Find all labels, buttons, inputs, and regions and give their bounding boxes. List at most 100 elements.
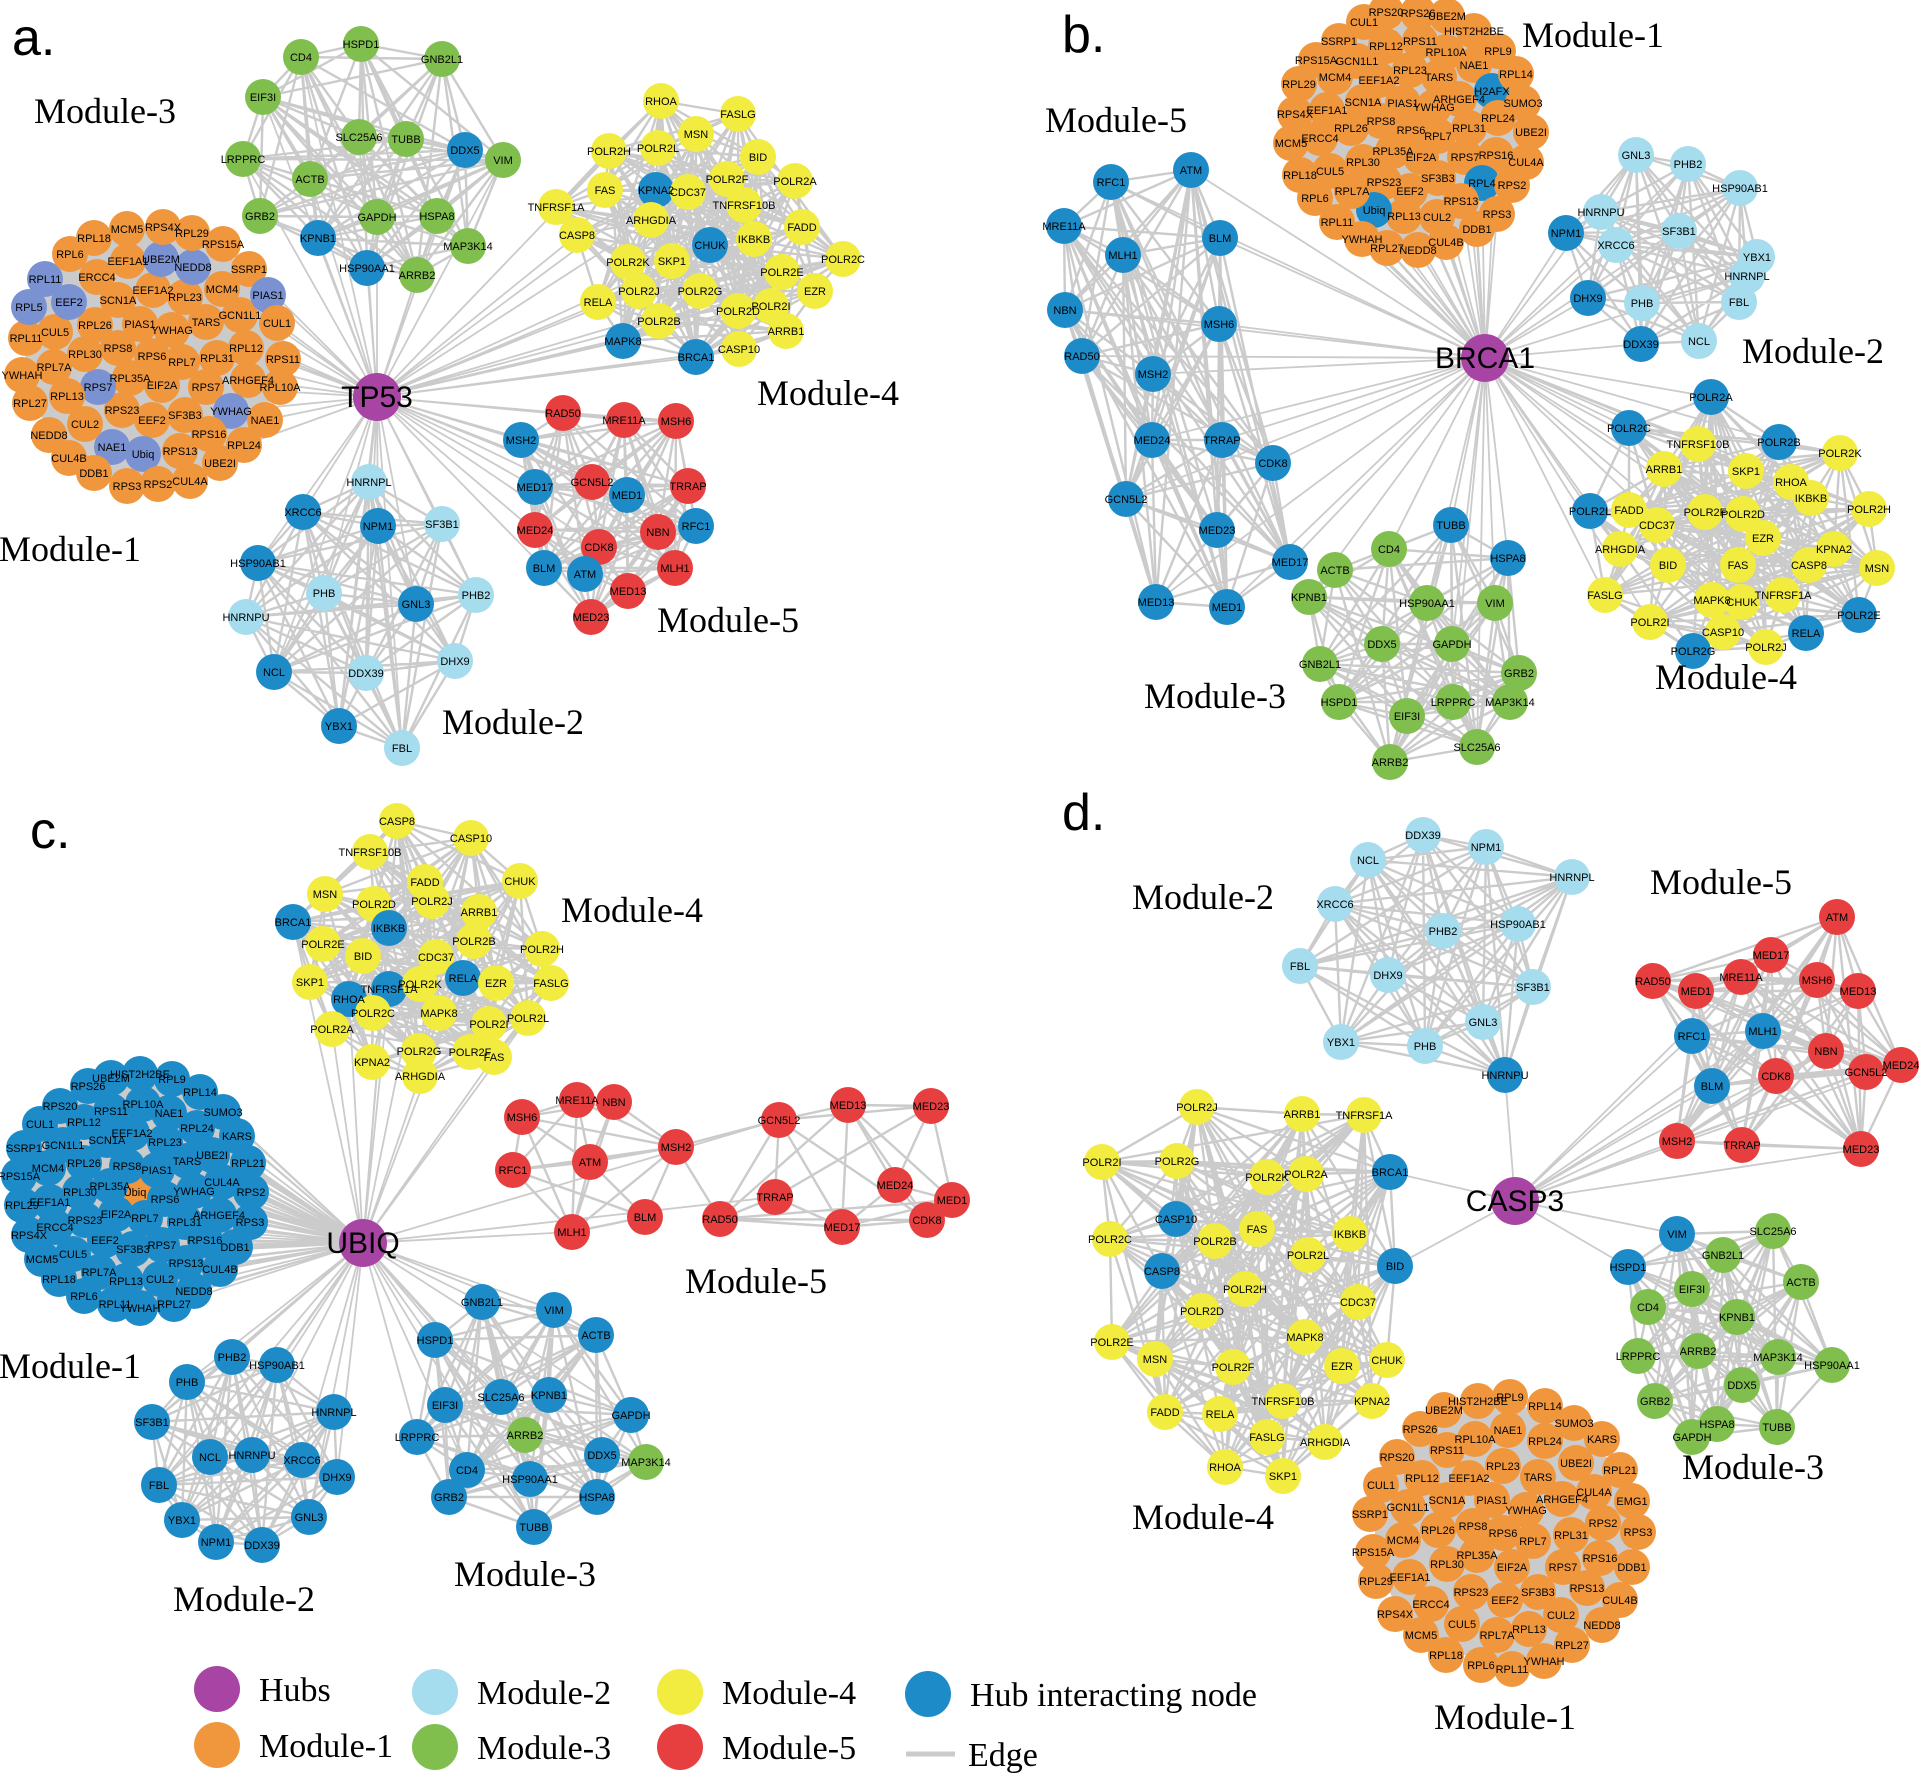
- svg-text:c.: c.: [30, 802, 70, 860]
- svg-text:YBX1: YBX1: [325, 721, 353, 733]
- svg-text:FASLG: FASLG: [720, 109, 755, 121]
- svg-text:RPS2: RPS2: [237, 1187, 266, 1199]
- svg-text:RPS23: RPS23: [105, 405, 140, 417]
- svg-text:FBL: FBL: [392, 743, 412, 755]
- svg-text:RHOA: RHOA: [1209, 1462, 1241, 1474]
- svg-text:RPS2: RPS2: [1498, 180, 1527, 192]
- svg-text:TUBB: TUBB: [519, 1522, 548, 1534]
- svg-text:RPS4X: RPS4X: [11, 1230, 48, 1242]
- svg-text:HSPD1: HSPD1: [343, 39, 380, 51]
- svg-text:POLR2B: POLR2B: [1193, 1236, 1236, 1248]
- svg-text:RPL27: RPL27: [13, 398, 47, 410]
- svg-text:RPS13: RPS13: [1444, 196, 1479, 208]
- svg-text:GCN5L2: GCN5L2: [1105, 494, 1148, 506]
- svg-text:POLR2G: POLR2G: [678, 286, 723, 298]
- svg-text:TRRAP: TRRAP: [1203, 435, 1240, 447]
- svg-text:EIF2A: EIF2A: [1406, 152, 1437, 164]
- svg-text:CD4: CD4: [1637, 1302, 1659, 1314]
- svg-text:PHB: PHB: [313, 588, 336, 600]
- svg-text:RPL29: RPL29: [5, 1200, 39, 1212]
- svg-text:BID: BID: [749, 152, 767, 164]
- svg-text:NEDD8: NEDD8: [1399, 245, 1436, 257]
- svg-text:EEF1A1: EEF1A1: [108, 256, 149, 268]
- svg-text:Module-4: Module-4: [757, 373, 899, 413]
- svg-text:ARHGDIA: ARHGDIA: [626, 215, 677, 227]
- svg-text:PHB2: PHB2: [218, 1352, 247, 1364]
- svg-text:SUMO3: SUMO3: [1503, 98, 1542, 110]
- svg-text:PHB2: PHB2: [1674, 159, 1703, 171]
- svg-text:RPL11: RPL11: [99, 1299, 132, 1311]
- svg-text:RPL24: RPL24: [180, 1123, 214, 1135]
- svg-text:RPS4X: RPS4X: [1377, 1609, 1414, 1621]
- svg-text:MSH6: MSH6: [661, 416, 692, 428]
- svg-text:RPS4X: RPS4X: [145, 222, 182, 234]
- svg-text:FADD: FADD: [410, 877, 439, 889]
- svg-text:RPS13: RPS13: [163, 446, 198, 458]
- svg-text:d.: d.: [1062, 784, 1105, 842]
- svg-text:MLH1: MLH1: [660, 563, 689, 575]
- svg-text:CUL1: CUL1: [263, 318, 291, 330]
- svg-text:RPL10A: RPL10A: [123, 1099, 165, 1111]
- svg-text:MSH2: MSH2: [661, 1142, 692, 1154]
- svg-text:Module-2: Module-2: [173, 1579, 315, 1619]
- svg-text:GRB2: GRB2: [1640, 1396, 1670, 1408]
- svg-text:POLR2B: POLR2B: [637, 316, 680, 328]
- svg-text:PIAS1: PIAS1: [141, 1165, 172, 1177]
- svg-text:FAS: FAS: [1728, 560, 1749, 572]
- svg-text:GCN1L1: GCN1L1: [219, 310, 262, 322]
- svg-text:RPS20: RPS20: [43, 1101, 78, 1113]
- svg-text:POLR2H: POLR2H: [587, 146, 631, 158]
- svg-text:POLR2E: POLR2E: [1837, 610, 1880, 622]
- svg-text:SF3B3: SF3B3: [116, 1244, 150, 1256]
- svg-text:NAE1: NAE1: [1494, 1425, 1523, 1437]
- svg-text:ARRB1: ARRB1: [768, 326, 805, 338]
- svg-text:FASLG: FASLG: [1587, 590, 1622, 602]
- svg-text:RPL23: RPL23: [148, 1137, 182, 1149]
- svg-text:MAPK8: MAPK8: [604, 336, 641, 348]
- svg-text:RPS3: RPS3: [113, 481, 142, 493]
- svg-text:Module-1: Module-1: [0, 529, 141, 569]
- svg-text:ARRB2: ARRB2: [1680, 1346, 1717, 1358]
- svg-text:ERCC4: ERCC4: [1412, 1599, 1449, 1611]
- svg-text:MED17: MED17: [1272, 557, 1309, 569]
- svg-text:RPS7: RPS7: [1451, 152, 1480, 164]
- svg-text:RPS15A: RPS15A: [1295, 55, 1338, 67]
- svg-text:EIF3I: EIF3I: [432, 1400, 458, 1412]
- svg-text:GRB2: GRB2: [245, 211, 275, 223]
- svg-text:MSN: MSN: [1865, 563, 1890, 575]
- svg-text:POLR2I: POLR2I: [1082, 1157, 1121, 1169]
- svg-text:RPL7: RPL7: [131, 1213, 159, 1225]
- svg-text:HSPA8: HSPA8: [419, 211, 454, 223]
- svg-text:POLR2J: POLR2J: [1176, 1102, 1218, 1114]
- svg-text:EIF2A: EIF2A: [101, 1209, 132, 1221]
- svg-text:ARHGDIA: ARHGDIA: [395, 1071, 446, 1083]
- svg-text:HNRNPL: HNRNPL: [346, 477, 391, 489]
- svg-text:POLR2G: POLR2G: [397, 1046, 442, 1058]
- svg-text:RPL23: RPL23: [1393, 65, 1427, 77]
- svg-text:SLC25A6: SLC25A6: [335, 132, 382, 144]
- svg-text:FADD: FADD: [1614, 505, 1643, 517]
- svg-text:SKP1: SKP1: [658, 256, 686, 268]
- svg-text:EEF1A2: EEF1A2: [1359, 75, 1400, 87]
- svg-text:RPL9: RPL9: [1484, 46, 1512, 58]
- svg-text:RPS6: RPS6: [151, 1194, 180, 1206]
- svg-text:RPS7: RPS7: [192, 382, 221, 394]
- svg-text:CASP8: CASP8: [379, 816, 415, 828]
- svg-text:Module-3: Module-3: [34, 91, 176, 131]
- svg-text:LRPPRC: LRPPRC: [221, 154, 266, 166]
- svg-text:RPL18: RPL18: [1283, 170, 1317, 182]
- svg-text:RPL35A: RPL35A: [1457, 1550, 1499, 1562]
- svg-text:RAD50: RAD50: [1635, 976, 1670, 988]
- svg-text:Module-4: Module-4: [722, 1675, 856, 1712]
- svg-text:UBE2M: UBE2M: [1425, 1405, 1463, 1417]
- svg-text:EIF3I: EIF3I: [1394, 711, 1420, 723]
- svg-text:NPM1: NPM1: [1471, 842, 1502, 854]
- svg-text:BRCA1: BRCA1: [678, 352, 715, 364]
- svg-text:MCM5: MCM5: [111, 224, 143, 236]
- svg-text:RPS26: RPS26: [1403, 1424, 1438, 1436]
- svg-text:HSP90AB1: HSP90AB1: [1490, 919, 1546, 931]
- svg-text:Module-1: Module-1: [0, 1346, 141, 1386]
- svg-text:RHOA: RHOA: [645, 96, 677, 108]
- svg-text:PIAS1: PIAS1: [1387, 98, 1418, 110]
- svg-text:ARHGDIA: ARHGDIA: [1300, 1437, 1351, 1449]
